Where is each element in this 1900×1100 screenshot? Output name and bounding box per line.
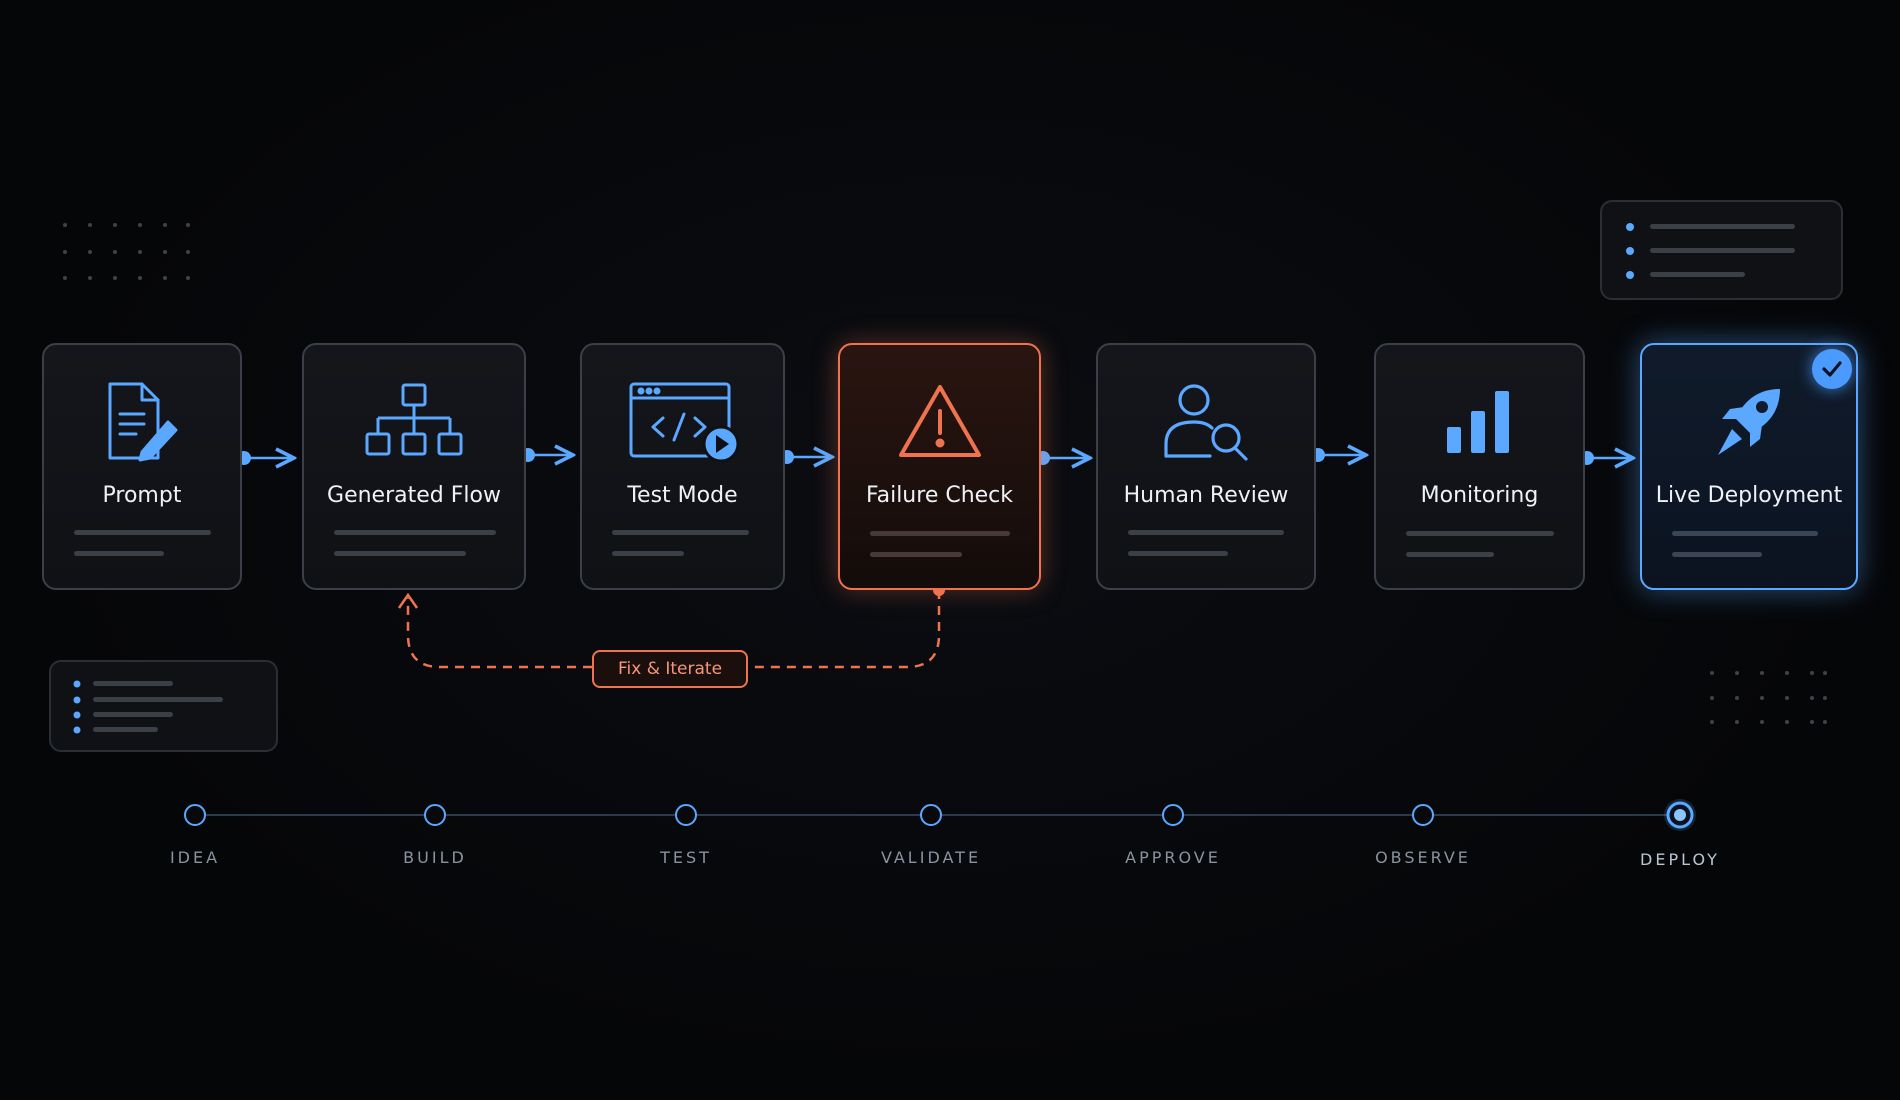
- timeline-label-observe: OBSERVE: [1375, 848, 1471, 867]
- step-card-generated-flow[interactable]: Generated Flow: [302, 343, 526, 590]
- floating-panel-top-right: [1600, 200, 1843, 300]
- step-card-prompt[interactable]: Prompt: [42, 343, 242, 590]
- dot-grid-top-left: [63, 223, 190, 280]
- check-icon: [1812, 349, 1852, 389]
- rocket-icon: [1642, 377, 1856, 467]
- timeline-label-build: BUILD: [403, 848, 467, 867]
- bar-chart-icon: [1376, 377, 1583, 467]
- step-card-monitoring[interactable]: Monitoring: [1374, 343, 1585, 590]
- document-pencil-icon: [44, 377, 240, 467]
- step-label: Human Review: [1123, 483, 1289, 508]
- step-card-failure-check[interactable]: Failure Check: [838, 343, 1041, 590]
- dot-grid-bottom-right: [1710, 671, 1827, 724]
- fix-iterate-label: Fix & Iterate: [592, 650, 748, 688]
- step-card-test-mode[interactable]: Test Mode: [580, 343, 785, 590]
- person-search-icon: [1098, 377, 1314, 467]
- step-label: Prompt: [102, 483, 182, 508]
- timeline-label-validate: VALIDATE: [880, 848, 982, 867]
- timeline-label-test: TEST: [660, 848, 712, 867]
- step-label: Generated Flow: [327, 483, 501, 508]
- flowchart-hierarchy-icon: [304, 377, 524, 467]
- timeline-label-approve: APPROVE: [1125, 848, 1221, 867]
- step-card-live-deployment[interactable]: Live Deployment: [1640, 343, 1858, 590]
- code-window-play-icon: [582, 377, 783, 467]
- step-label: Failure Check: [865, 483, 1014, 508]
- step-label: Monitoring: [1420, 483, 1539, 508]
- timeline-label-deploy: DEPLOY: [1640, 850, 1720, 869]
- warning-triangle-icon: [840, 377, 1039, 467]
- timeline-label-idea: IDEA: [169, 848, 221, 867]
- step-label: Live Deployment: [1655, 483, 1843, 508]
- floating-panel-bottom-left: [49, 660, 278, 752]
- step-label: Test Mode: [627, 483, 738, 508]
- step-card-human-review[interactable]: Human Review: [1096, 343, 1316, 590]
